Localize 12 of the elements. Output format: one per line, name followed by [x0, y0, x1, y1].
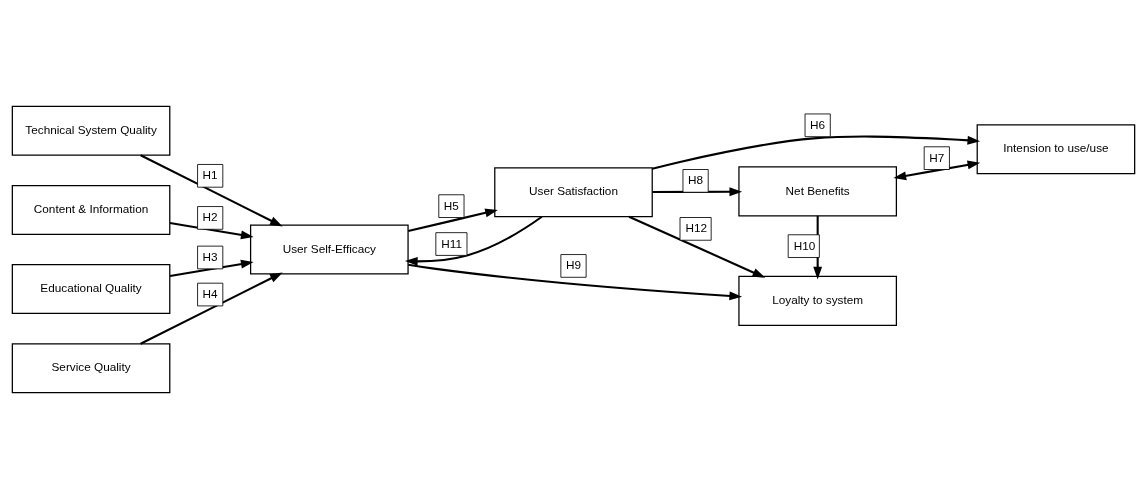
edge-label: H8 — [688, 172, 704, 186]
edge-label: H1 — [202, 167, 218, 181]
edge-label: H9 — [565, 257, 581, 271]
edge-label: H3 — [202, 249, 218, 263]
edge-label: H2 — [202, 209, 218, 223]
edge-label: H10 — [793, 238, 816, 252]
edge-label: H6 — [810, 117, 826, 131]
edge-label: H4 — [202, 286, 218, 300]
edge-label: H5 — [443, 198, 459, 212]
edge-label: H12 — [685, 220, 708, 234]
edge-label: H7 — [929, 150, 945, 164]
edge-label: H11 — [441, 236, 463, 250]
